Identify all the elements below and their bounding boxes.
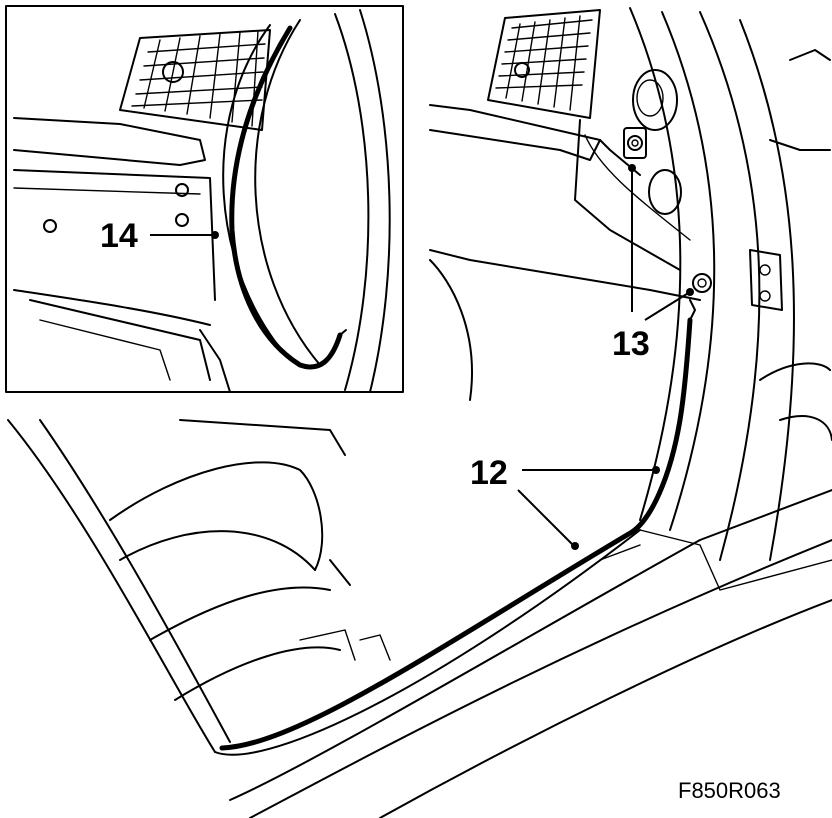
inset-view <box>5 5 404 393</box>
inset-vent-grille <box>119 29 271 131</box>
cable-14 <box>229 25 343 370</box>
speaker-grille <box>632 69 682 215</box>
fastener-13-lower <box>692 273 712 293</box>
callout-14-label: 14 <box>100 217 138 255</box>
inset-frame <box>5 5 404 393</box>
main-view <box>7 7 832 818</box>
fastener-13-upper <box>623 127 647 159</box>
callout-12-label: 12 <box>470 454 508 492</box>
cable-12 <box>219 317 693 751</box>
callout-13-label: 13 <box>612 325 650 363</box>
main-vent-grille <box>487 9 601 119</box>
callout-14: 14 <box>100 217 219 255</box>
callout-13: 13 <box>612 164 694 363</box>
figure-id: F850R063 <box>678 778 781 803</box>
callout-12: 12 <box>470 454 660 550</box>
seat <box>109 419 391 701</box>
